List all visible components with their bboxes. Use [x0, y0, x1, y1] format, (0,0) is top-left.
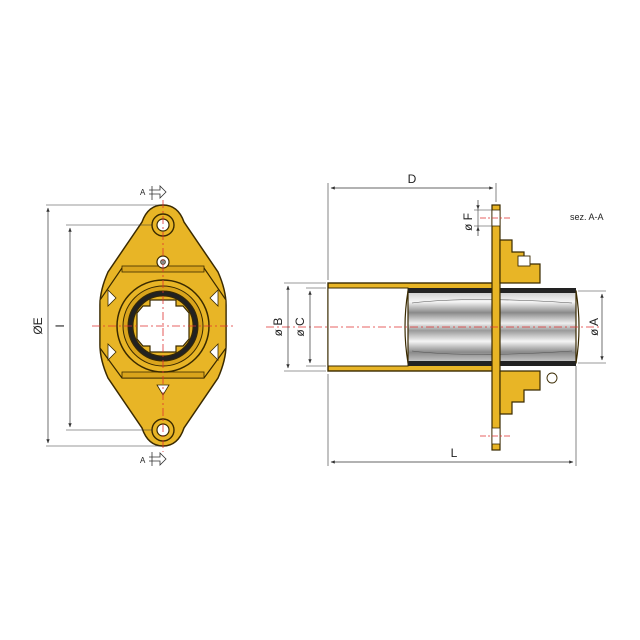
dimension-i-label: I — [53, 324, 67, 327]
dimension-e-label: ØE — [31, 317, 45, 334]
groove-right — [575, 290, 580, 364]
side-view: D L ø B ø C ø A — [266, 172, 606, 466]
flange-step-bottom — [499, 370, 541, 415]
dimension-a: ø A — [578, 290, 606, 364]
right-notch-lower — [209, 343, 219, 361]
dimension-f: ø F — [461, 200, 492, 236]
dimension-c-label: ø C — [293, 317, 307, 337]
side-grease-nipple-icon — [517, 255, 558, 384]
dimension-f-label: ø F — [461, 213, 475, 231]
dimension-d: D — [327, 172, 497, 280]
left-notch-lower — [107, 343, 117, 361]
dimension-d-label: D — [408, 172, 417, 186]
dimension-b: ø B — [271, 282, 326, 372]
front-view: A A ØE I — [31, 185, 234, 466]
section-mark-top-label: A — [140, 188, 146, 197]
section-mark-top: A — [140, 185, 167, 200]
section-label: sez. A-A — [570, 212, 604, 222]
flange-plate — [491, 204, 501, 451]
dimension-c: ø C — [293, 287, 326, 367]
bottom-notch — [156, 384, 170, 396]
section-mark-bottom-label: A — [140, 456, 146, 465]
dimension-e: ØE — [31, 204, 160, 447]
dimension-a-label: ø A — [587, 318, 601, 336]
right-notch — [209, 289, 219, 307]
dimension-l-label: L — [451, 446, 458, 460]
dimension-b-label: ø B — [271, 318, 285, 337]
dimension-l: L — [327, 366, 577, 466]
section-mark-bottom: A — [140, 452, 167, 466]
left-notch — [107, 289, 117, 307]
dimension-i: I — [53, 224, 152, 431]
